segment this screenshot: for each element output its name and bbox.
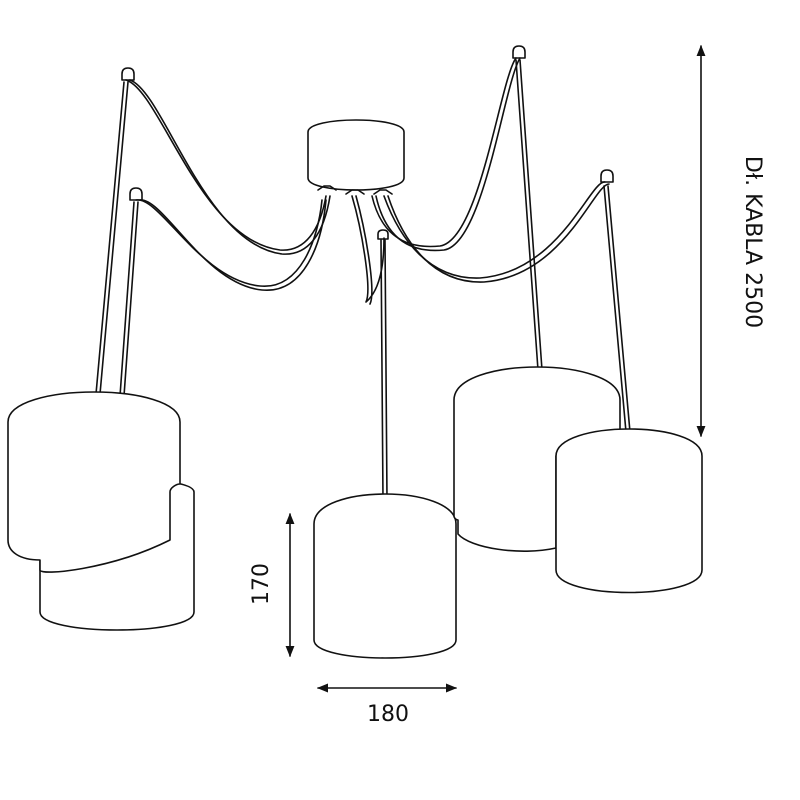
cable-length-label: Dł. KABLA 2500 (740, 156, 765, 328)
drop-cables (95, 59, 631, 501)
ceiling-hooks (121, 45, 614, 240)
ceiling-canopy (307, 119, 405, 195)
shade-center (313, 493, 457, 659)
shade-width-label: 180 (367, 702, 409, 727)
shade-left-front (7, 391, 181, 573)
shade-right-front (555, 428, 703, 594)
shade-height-label: 170 (249, 563, 274, 605)
swag-cables (125, 57, 610, 305)
